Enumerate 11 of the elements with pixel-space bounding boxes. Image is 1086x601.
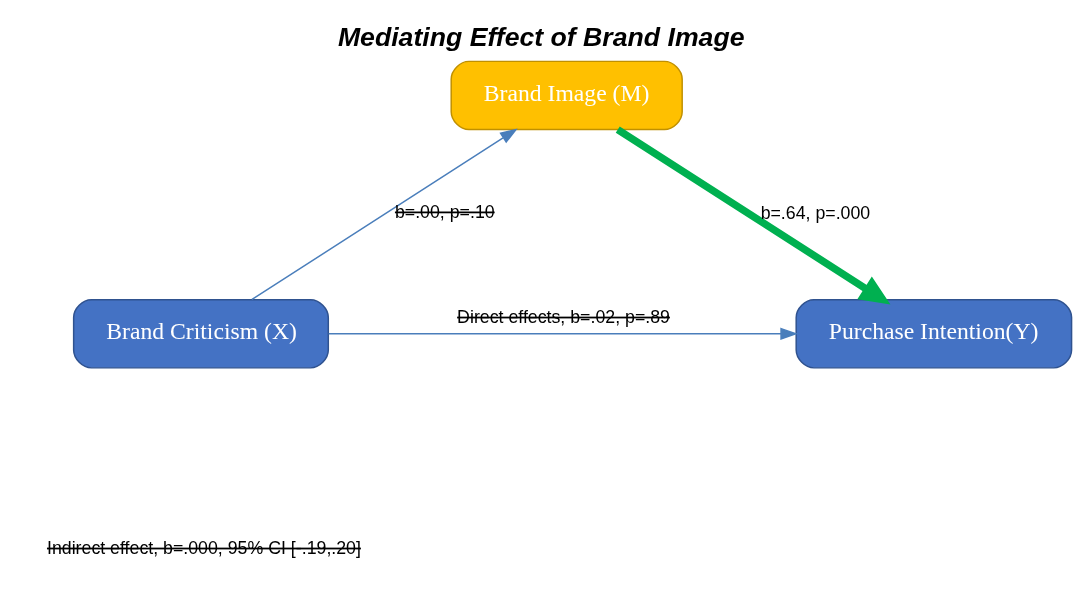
node-box: Purchase Intention(Y)	[795, 299, 1073, 369]
arrow	[327, 327, 799, 341]
edge-label: b=.64, p=.000	[760, 203, 871, 224]
node-box: Brand Image (M)	[450, 60, 683, 131]
diagram-title: Mediating Effect of Brand Image	[337, 21, 745, 52]
node-box: Brand Criticism (X)	[72, 299, 330, 369]
edge-label: Direct effects, b=.02, p=.89	[457, 306, 670, 327]
edge-label: b=.00, p=.10	[394, 201, 495, 222]
arrow	[251, 128, 518, 301]
arrow	[615, 126, 891, 305]
label: Indirect effect, b=.000, 95% CI [-.19,.20]	[46, 537, 361, 558]
